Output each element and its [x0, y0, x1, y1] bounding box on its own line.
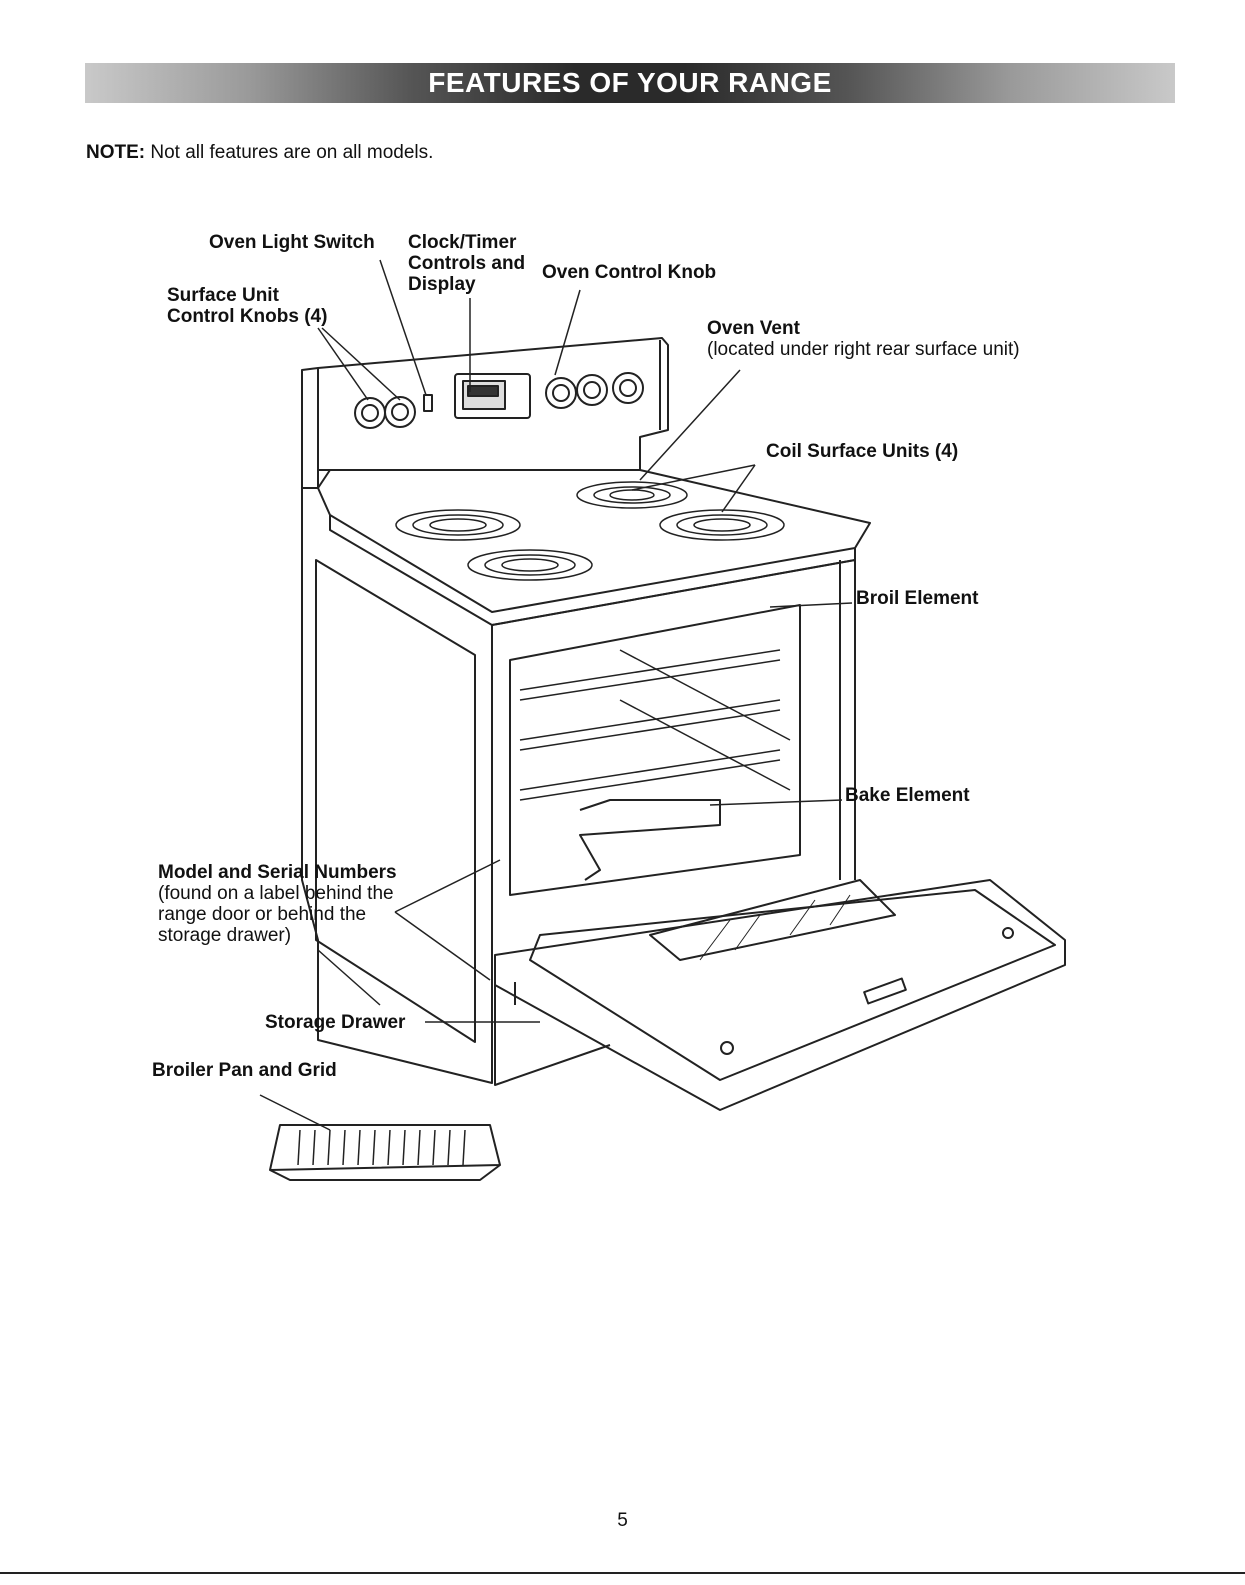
surface-unit-knobs [354, 372, 644, 429]
note-label: NOTE: [86, 142, 146, 163]
note-line: NOTE: Not all features are on all models… [86, 142, 433, 164]
label-clock-timer: Clock/Timer Controls and Display [408, 232, 526, 295]
door-window-reflection [699, 894, 851, 961]
page-title: FEATURES OF YOUR RANGE [428, 67, 832, 98]
note-text: Not all features are on all models. [150, 142, 434, 163]
label-bake-element: Bake Element [845, 785, 970, 806]
label-oven-vent: Oven Vent (located under right rear surf… [707, 318, 1020, 360]
label-storage-drawer: Storage Drawer [265, 1012, 406, 1033]
label-broiler-pan-and-grid: Broiler Pan and Grid [152, 1060, 337, 1081]
broiler-pan [269, 1124, 501, 1181]
bottom-rule [0, 1572, 1245, 1574]
label-oven-light-switch: Oven Light Switch [209, 232, 375, 253]
leader-lines [259, 259, 853, 1131]
label-model-serial-numbers: Model and Serial Numbers (found on a lab… [158, 862, 397, 946]
label-oven-control-knob: Oven Control Knob [542, 262, 717, 283]
label-broil-element: Broil Element [856, 588, 979, 609]
oven-racks [519, 649, 791, 801]
label-coil-surface-units: Coil Surface Units (4) [766, 441, 959, 462]
page-number: 5 [617, 1510, 628, 1531]
label-surface-unit-control-knobs: Surface Unit Control Knobs (4) [167, 285, 328, 327]
section-banner: FEATURES OF YOUR RANGE [85, 63, 1175, 103]
